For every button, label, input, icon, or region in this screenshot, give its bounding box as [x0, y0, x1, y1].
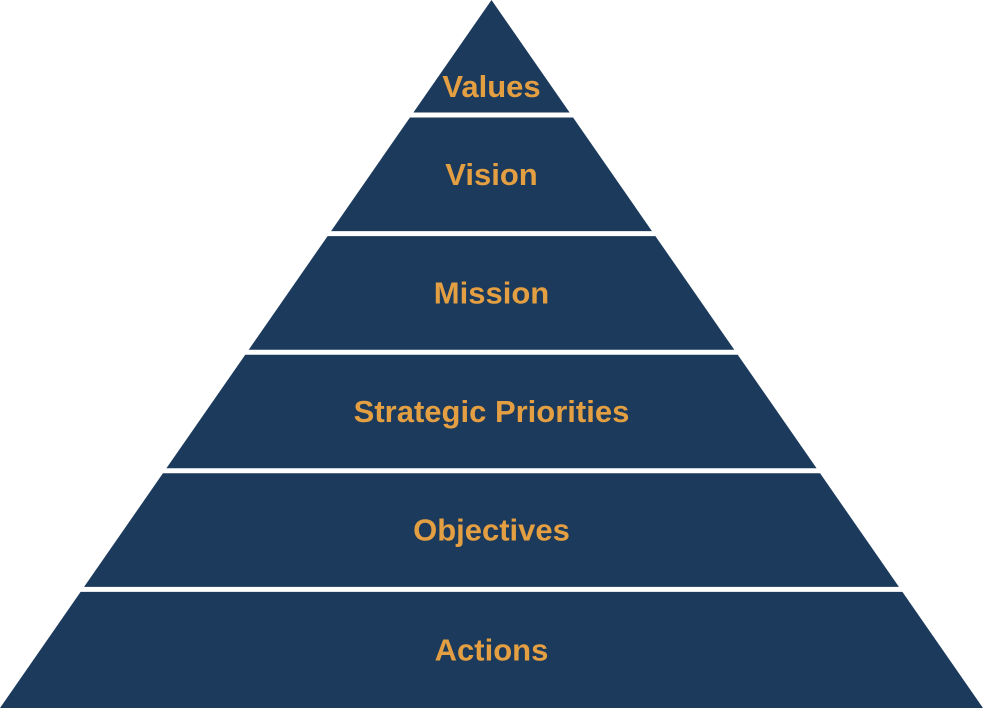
tier-mission-shape	[248, 236, 735, 350]
tier-objectives-label: Objectives	[413, 513, 570, 548]
tier-vision-shape	[331, 117, 652, 232]
tier-vision-label: Vision	[445, 157, 537, 192]
tier-values-shape	[413, 0, 570, 113]
tier-strategic-priorities-shape	[166, 354, 817, 469]
tier-objectives-shape	[84, 473, 899, 587]
tier-strategic-priorities-label: Strategic Priorities	[354, 394, 630, 429]
tier-actions-shape	[0, 591, 983, 708]
tier-values-label: Values	[442, 69, 540, 104]
tier-actions-label: Actions	[435, 632, 549, 667]
tier-mission-label: Mission	[434, 275, 549, 310]
